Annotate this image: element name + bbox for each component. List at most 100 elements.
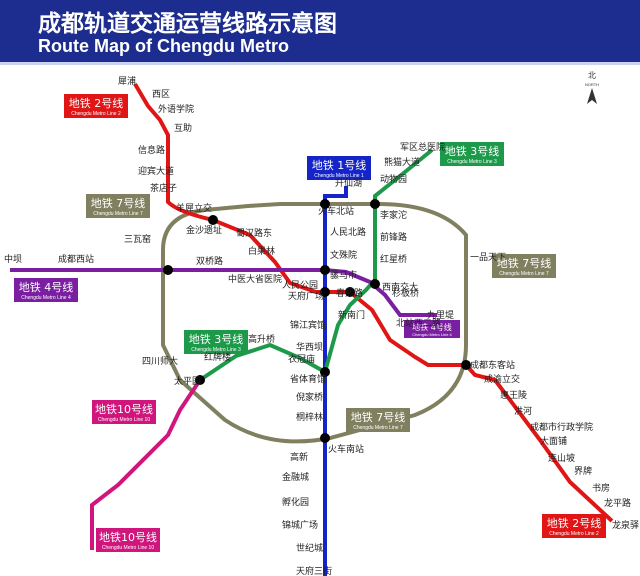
interchange-node[interactable] (370, 279, 380, 289)
station-label[interactable]: 信息路 (138, 144, 165, 156)
station-label[interactable]: 金融城 (282, 471, 309, 483)
line-label-line10-south: 地铁10号线 Chengdu Metro Line 10 (96, 528, 160, 552)
header-divider (0, 62, 640, 65)
interchange-node[interactable] (320, 287, 330, 297)
station-label[interactable]: 倪家桥 (296, 391, 323, 403)
station-label[interactable]: 人民北路 (330, 226, 366, 238)
station-label[interactable]: 太平园 (174, 375, 201, 387)
station-label[interactable]: 高新 (290, 451, 308, 463)
line-label-cn: 地铁 1号线 (312, 158, 367, 172)
station-label[interactable]: 界牌 (574, 465, 592, 477)
station-label[interactable]: 高升桥 (248, 333, 275, 345)
interchange-node[interactable] (208, 215, 218, 225)
station-label[interactable]: 骡马市 (330, 269, 357, 281)
line-label-en: Chengdu Metro Line 4 (412, 332, 452, 337)
line-label-cn: 地铁 4号线 (412, 322, 452, 332)
line-label-en: Chengdu Metro Line 7 (93, 211, 143, 217)
station-label[interactable]: 省体育馆 (290, 373, 326, 385)
station-label[interactable]: 锦江宾馆 (290, 319, 326, 331)
station-label[interactable]: 火车南站 (328, 443, 364, 455)
station-label[interactable]: 白果林 (248, 245, 275, 257)
interchange-node[interactable] (320, 265, 330, 275)
station-label[interactable]: 西区 (152, 89, 170, 100)
interchange-node[interactable] (195, 375, 205, 385)
station-label[interactable]: 蜀汉路东 (236, 227, 272, 239)
interchange-node[interactable] (370, 199, 380, 209)
station-label[interactable]: 羊犀立交 (176, 202, 212, 214)
station-label[interactable]: 洪河 (514, 405, 532, 417)
station-label[interactable]: 红星桥 (380, 253, 407, 265)
station-label[interactable]: 世纪城 (296, 542, 323, 554)
station-label[interactable]: 成都西站 (58, 253, 94, 265)
station-label[interactable]: 四川师大 (142, 355, 178, 367)
station-label[interactable]: 一品天下 (470, 252, 506, 263)
station-label[interactable]: 金沙遗址 (186, 224, 222, 236)
station-label[interactable]: 成渝立交 (484, 373, 520, 385)
station-label[interactable]: 新南门 (338, 309, 365, 321)
station-label[interactable]: 升仙湖 (335, 177, 362, 189)
station-label[interactable]: 九里堤 (427, 310, 454, 321)
station-label[interactable]: 双桥路 (196, 255, 223, 267)
station-label[interactable]: 华西坝 (296, 341, 323, 353)
line-label-cn: 地铁 7号线 (351, 410, 406, 424)
station-label[interactable]: 军区总医院 (400, 141, 445, 153)
line3-route (198, 148, 434, 382)
station-label[interactable]: 成都东客站 (470, 359, 515, 371)
line-label-line7-east: 地铁 7号线 Chengdu Metro Line 7 (492, 254, 556, 278)
line-label-en: Chengdu Metro Line 7 (353, 425, 403, 431)
station-label[interactable]: 锦城广场 (282, 519, 318, 531)
station-label[interactable]: 前锋路 (380, 231, 407, 243)
station-label[interactable]: 惠王陵 (500, 389, 527, 401)
interchange-nodes (163, 199, 471, 443)
station-label[interactable]: 杉板桥 (392, 287, 419, 299)
station-label[interactable]: 天府广场 (288, 290, 324, 302)
station-label[interactable]: 人民公园 (282, 280, 318, 291)
station-label[interactable]: 衣冠庙 (288, 353, 315, 365)
interchange-node[interactable] (461, 360, 471, 370)
interchange-node[interactable] (345, 287, 355, 297)
station-label[interactable]: 李家沱 (380, 209, 407, 221)
line-label-en: Chengdu Metro Line 10 (102, 545, 154, 551)
station-label[interactable]: 连山坡 (548, 452, 575, 464)
interchange-node[interactable] (163, 265, 173, 275)
station-label[interactable]: 大面铺 (540, 435, 567, 447)
station-label[interactable]: 茶店子 (150, 182, 177, 194)
station-labels: 犀浦 西区 外语学院 互助 信息路 迎宾大道 茶店子 羊犀立交 金沙遗址 蜀汉路… (4, 75, 639, 576)
line-label-cn: 地铁 4号线 (19, 280, 74, 294)
page-title-en: Route Map of Chengdu Metro (38, 36, 289, 56)
station-label[interactable]: 书房 (592, 482, 610, 494)
station-label[interactable]: 中坝 (4, 253, 22, 265)
line-label-en: Chengdu Metro Line 3 (447, 159, 497, 165)
line-label-cn: 地铁 3号线 (445, 144, 500, 158)
station-label[interactable]: 孵化园 (282, 496, 309, 508)
station-label[interactable]: 互助 (174, 122, 192, 134)
station-label[interactable]: 火车北站 (318, 205, 354, 217)
line-label-en: Chengdu Metro Line 7 (499, 271, 549, 277)
station-label[interactable]: 熊猫大道 (384, 156, 420, 168)
interchange-node[interactable] (320, 367, 330, 377)
interchange-node[interactable] (320, 199, 330, 209)
station-label[interactable]: 成都市行政学院 (530, 421, 593, 433)
station-label[interactable]: 桐梓林 (296, 411, 323, 423)
station-label[interactable]: 红牌楼 (204, 351, 231, 363)
station-label[interactable]: 北站西二路 (396, 317, 441, 329)
station-label[interactable]: 动物园 (380, 173, 407, 185)
line-label-cn: 地铁 3号线 (189, 332, 244, 346)
interchange-node[interactable] (320, 433, 330, 443)
line-label-line4-east: 地铁 4号线 Chengdu Metro Line 4 (404, 320, 460, 338)
station-label[interactable]: 龙平路 (604, 497, 631, 509)
station-label[interactable]: 中医大省医院 (228, 273, 282, 285)
station-label[interactable]: 外语学院 (158, 103, 194, 115)
line-label-line10-north: 地铁10号线 Chengdu Metro Line 10 (92, 400, 156, 424)
station-label[interactable]: 三瓦窑 (124, 233, 151, 245)
station-label[interactable]: 天府三街 (296, 565, 332, 576)
station-label[interactable]: 春熙路 (336, 287, 363, 299)
station-label[interactable]: 迎宾大道 (138, 165, 174, 177)
line-label-cn: 地铁10号线 (99, 530, 157, 544)
station-label[interactable]: 文殊院 (330, 249, 357, 261)
station-label[interactable]: 西南交大 (382, 281, 418, 293)
station-label[interactable]: 犀浦 (118, 75, 136, 87)
station-label[interactable]: 龙泉驿 (612, 519, 639, 531)
line-label-cn: 地铁 2号线 (547, 516, 602, 530)
line4-route (10, 268, 437, 317)
